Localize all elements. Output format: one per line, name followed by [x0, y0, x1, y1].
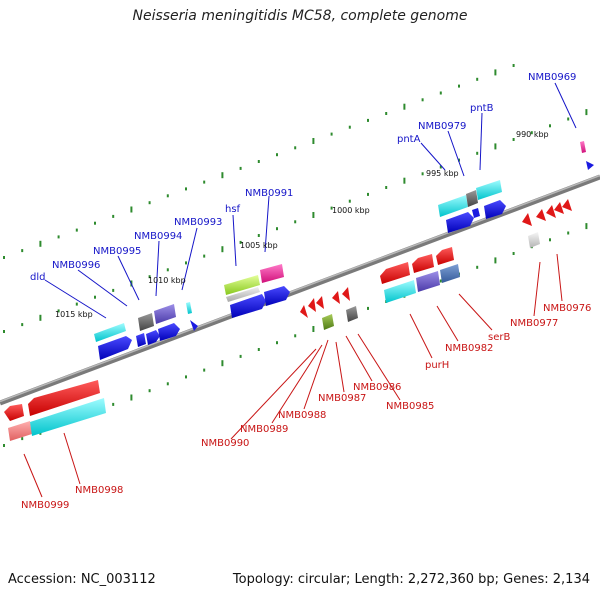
gene-nmb0990[interactable] [300, 305, 308, 318]
label-nmb0982[interactable]: NMB0982 [445, 343, 493, 354]
label-nmb0991[interactable]: NMB0991 [245, 188, 293, 199]
gene-nmb0979-b[interactable] [472, 208, 480, 218]
gene-hsf-b[interactable] [226, 287, 260, 302]
label-nmb0989[interactable]: NMB0989 [240, 424, 288, 435]
gene-purh[interactable] [380, 262, 410, 284]
label-nmb0999[interactable]: NMB0999 [21, 500, 69, 511]
scale-label-1000: 1000 kbp [332, 206, 370, 215]
gene-pntb-b[interactable] [484, 200, 506, 219]
gene-pnta-b[interactable] [446, 212, 474, 233]
scale-label-1015: 1015 kbp [55, 310, 93, 319]
forward-strand-genes [94, 141, 594, 360]
gene-nmb0999-b[interactable] [8, 421, 32, 441]
gene-nmb0979[interactable] [466, 190, 478, 207]
accession-text: Accession: NC_003112 [8, 572, 156, 587]
label-nmb0988[interactable]: NMB0988 [278, 410, 326, 421]
gene-nmb0994b[interactable] [146, 330, 160, 345]
label-hsf[interactable]: hsf [225, 204, 241, 215]
label-nmb0990[interactable]: NMB0990 [201, 438, 249, 449]
label-nmb0996[interactable]: NMB0996 [52, 260, 100, 271]
gene-nmb0995b[interactable] [136, 333, 146, 347]
gene-nmb0976-d[interactable] [562, 199, 572, 211]
label-serb[interactable]: serB [488, 332, 510, 343]
gene-nmb0976-a[interactable] [536, 209, 546, 221]
gene-nmb0998[interactable] [28, 380, 100, 416]
gene-nmb0976-b[interactable] [546, 205, 556, 218]
label-nmb0998[interactable]: NMB0998 [75, 485, 123, 496]
gene-nmb0982-b[interactable] [416, 271, 440, 292]
label-dld[interactable]: dld [30, 272, 45, 283]
gene-nmb0969[interactable] [580, 141, 586, 153]
label-nmb0987[interactable]: NMB0987 [318, 393, 366, 404]
reverse-strand-genes [4, 199, 572, 441]
scale-label-995: 995 kbp [426, 169, 459, 178]
gene-nmb0993-arrow[interactable] [190, 320, 198, 331]
gene-nmb0987-b[interactable] [322, 314, 334, 330]
genome-backbone [0, 174, 600, 406]
genome-stats-text: Topology: circular; Length: 2,272,360 bp… [232, 572, 590, 587]
label-nmb0977[interactable]: NMB0977 [510, 318, 558, 329]
gene-nmb0982[interactable] [412, 254, 434, 273]
gene-nmb0995[interactable] [138, 313, 154, 331]
gene-nmb0991[interactable] [260, 264, 284, 283]
scale-label-1005: 1005 kbp [240, 241, 278, 250]
label-nmb0979[interactable]: NMB0979 [418, 121, 466, 132]
gene-serb[interactable] [436, 247, 454, 265]
gene-nmb0976-c[interactable] [554, 202, 564, 214]
gene-nmb0994[interactable] [154, 304, 176, 324]
label-leaders [23, 82, 577, 498]
scale-label-1010: 1010 kbp [148, 276, 186, 285]
label-nmb0995[interactable]: NMB0995 [93, 246, 141, 257]
label-purh[interactable]: purH [425, 360, 449, 371]
label-nmb0985[interactable]: NMB0985 [386, 401, 434, 412]
gene-nmb0987[interactable] [332, 291, 340, 304]
gene-serb-b[interactable] [440, 264, 460, 283]
gene-nmb0986[interactable] [342, 287, 350, 301]
gene-nmb0998-b[interactable] [30, 398, 106, 436]
gene-dld[interactable] [94, 323, 126, 342]
gene-nmb0994c[interactable] [158, 323, 180, 341]
gene-pntb[interactable] [476, 180, 502, 200]
map-title: Neisseria meningitidis MC58, complete ge… [132, 8, 468, 24]
label-nmb0994[interactable]: NMB0994 [134, 231, 182, 242]
scale-label-990: 990 kbp [516, 130, 549, 139]
gene-nmb0991-b[interactable] [230, 294, 266, 318]
gene-pnta[interactable] [438, 195, 468, 217]
gene-nmb0988[interactable] [316, 296, 324, 309]
label-nmb0976[interactable]: NMB0976 [543, 303, 591, 314]
label-pnta[interactable]: pntA [397, 134, 421, 145]
gene-nmb0969-arrow[interactable] [586, 161, 594, 170]
gene-nmb0999[interactable] [4, 404, 24, 421]
gene-nmb0996[interactable] [98, 336, 132, 360]
gene-nmb0977-b[interactable] [528, 232, 540, 248]
gene-nmb0977[interactable] [522, 213, 532, 226]
label-nmb0993[interactable]: NMB0993 [174, 217, 222, 228]
gene-hsf[interactable] [224, 275, 260, 295]
label-pntb[interactable]: pntB [470, 103, 494, 114]
gene-nmb0991-c[interactable] [264, 286, 290, 306]
gene-nmb0985[interactable] [346, 306, 358, 322]
genome-backbone-highlight [0, 174, 600, 403]
label-nmb0969[interactable]: NMB0969 [528, 72, 576, 83]
gene-nmb0993[interactable] [186, 302, 192, 314]
label-nmb0986[interactable]: NMB0986 [353, 382, 401, 393]
gene-nmb0989[interactable] [308, 298, 316, 312]
gene-purh-b[interactable] [384, 280, 416, 303]
